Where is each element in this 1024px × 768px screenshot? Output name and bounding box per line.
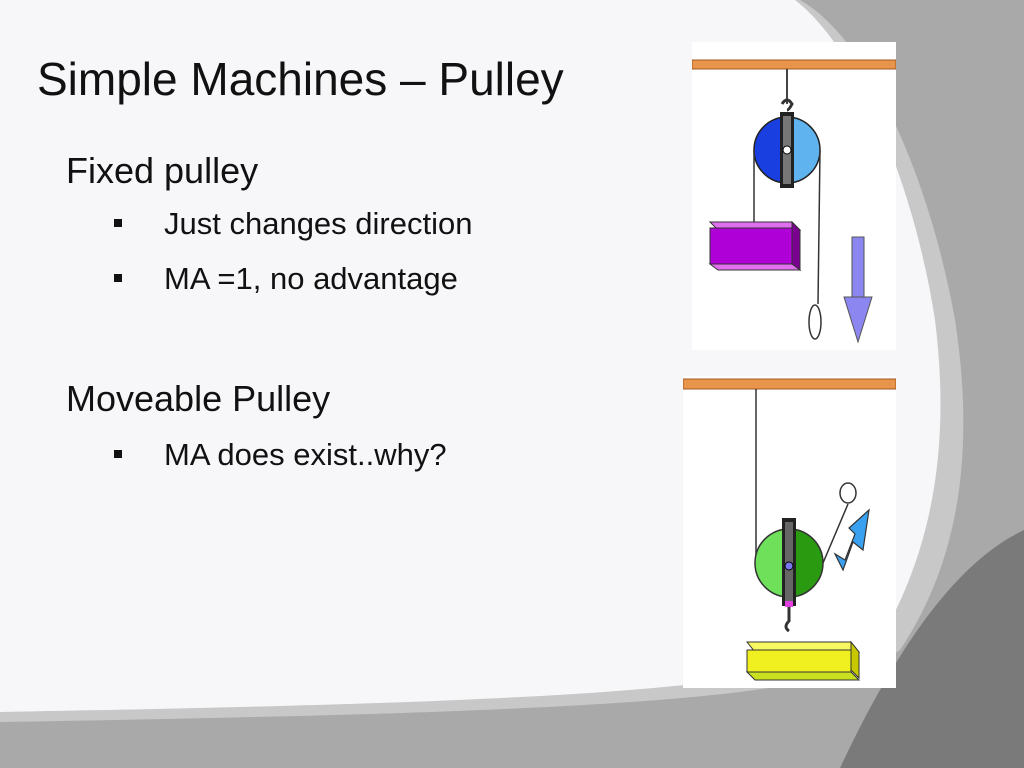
bullet-text: Just changes direction <box>164 206 473 241</box>
ceiling-beam <box>683 378 896 390</box>
pull-handle-icon <box>839 482 857 504</box>
square-bullet-icon <box>114 449 122 458</box>
rope-free-end <box>822 503 849 564</box>
square-bullet-icon <box>114 273 122 282</box>
pulley-wheel-icon <box>753 112 821 188</box>
heading-fixed-pulley: Fixed pulley <box>66 150 259 191</box>
hook-icon <box>784 607 791 633</box>
bullet-text: MA =1, no advantage <box>164 261 458 296</box>
moveable-pulley-figure <box>683 376 896 688</box>
pulley-wheel-icon <box>754 518 824 607</box>
rope-right <box>817 149 821 305</box>
fixed-pulley-figure <box>692 42 896 350</box>
hook-icon <box>780 98 794 112</box>
load-box <box>708 220 802 271</box>
bullet-item: Just changes direction <box>114 206 472 242</box>
heading-moveable-pulley: Moveable Pulley <box>66 378 331 419</box>
up-arrow-icon <box>833 508 870 572</box>
ceiling-beam <box>692 59 896 70</box>
bullet-item: MA does exist..why? <box>114 437 447 473</box>
down-arrow-icon <box>843 236 873 344</box>
load-box <box>745 640 861 681</box>
bullet-text: MA does exist..why? <box>164 437 447 472</box>
pull-handle-icon <box>808 304 822 340</box>
bullet-item: MA =1, no advantage <box>114 261 458 297</box>
slide-title: Simple Machines – Pulley <box>37 53 564 105</box>
square-bullet-icon <box>114 218 122 227</box>
